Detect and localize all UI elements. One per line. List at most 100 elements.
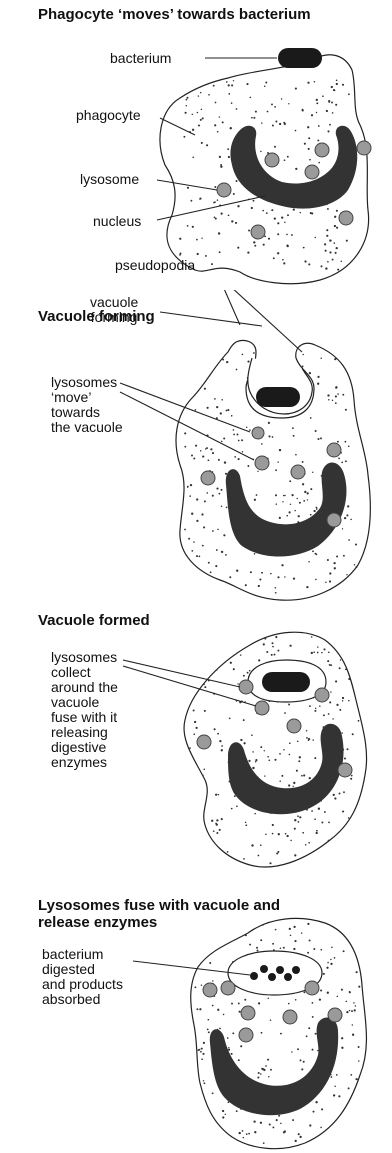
cytoplasm-dot — [329, 124, 331, 126]
cytoplasm-dot — [292, 427, 294, 429]
cytoplasm-dot — [303, 500, 305, 502]
cytoplasm-dot — [293, 782, 295, 784]
label-bacterium: bacterium — [110, 51, 171, 66]
cytoplasm-dot — [184, 446, 186, 448]
cytoplasm-dot — [314, 710, 316, 712]
cytoplasm-dot — [236, 570, 238, 572]
cytoplasm-dot — [337, 441, 339, 443]
cytoplasm-dot — [327, 208, 329, 210]
cytoplasm-dot — [294, 940, 296, 942]
cytoplasm-dot — [319, 705, 321, 707]
cytoplasm-dot — [267, 1059, 269, 1061]
cytoplasm-dot — [192, 114, 193, 115]
cytoplasm-dot — [302, 461, 304, 463]
cytoplasm-dot — [301, 932, 302, 933]
cytoplasm-dot — [208, 1019, 210, 1021]
cytoplasm-dot — [281, 564, 283, 566]
cytoplasm-dot — [346, 1011, 348, 1013]
cytoplasm-dot — [350, 778, 352, 780]
cytoplasm-dot — [211, 820, 213, 822]
cytoplasm-dot — [332, 259, 334, 261]
cytoplasm-dot — [222, 1116, 224, 1118]
cytoplasm-dot — [192, 129, 194, 131]
cytoplasm-dot — [277, 576, 279, 578]
cytoplasm-dot — [294, 828, 296, 830]
cytoplasm-dot — [279, 517, 281, 519]
cytoplasm-dot — [353, 1002, 355, 1004]
cytoplasm-dot — [278, 1115, 280, 1117]
cytoplasm-dot — [257, 1076, 259, 1078]
cytoplasm-dot — [243, 742, 245, 744]
cytoplasm-dot — [268, 422, 270, 424]
cytoplasm-dot — [320, 949, 322, 951]
lysosome — [217, 183, 231, 197]
cytoplasm-dot — [334, 358, 336, 360]
cytoplasm-dot — [214, 398, 216, 400]
cytoplasm-dot — [221, 399, 223, 401]
cytoplasm-dot — [248, 1133, 250, 1135]
vacuole-forming-leader — [160, 312, 262, 326]
cytoplasm-dot — [188, 538, 190, 540]
cytoplasm-dot — [335, 395, 337, 397]
cytoplasm-dot — [306, 737, 308, 739]
cytoplasm-dot — [266, 212, 268, 214]
cytoplasm-dot — [219, 829, 221, 831]
cytoplasm-dot — [284, 159, 286, 161]
cytoplasm-dot — [268, 997, 270, 999]
cytoplasm-dot — [219, 493, 221, 495]
cytoplasm-dot — [234, 456, 236, 458]
cytoplasm-dot — [245, 934, 247, 936]
cytoplasm-dot — [341, 1047, 343, 1049]
cytoplasm-dot — [317, 383, 319, 385]
cytoplasm-dot — [237, 683, 238, 684]
cytoplasm-dot — [323, 648, 325, 650]
cytoplasm-dot — [271, 654, 273, 656]
lysosome — [315, 143, 329, 157]
cytoplasm-dot — [355, 543, 357, 545]
cytoplasm-dot — [263, 643, 265, 645]
cytoplasm-dot — [293, 948, 295, 950]
cytoplasm-dot — [245, 822, 247, 824]
bacterium-fragment — [268, 973, 276, 981]
cytoplasm-dot — [329, 701, 331, 703]
cytoplasm-dot — [280, 1123, 282, 1125]
cytoplasm-dot — [287, 214, 289, 216]
cytoplasm-dot — [186, 105, 187, 106]
cytoplasm-dot — [352, 733, 354, 735]
cytoplasm-dot — [286, 515, 288, 517]
cytoplasm-dot — [218, 794, 220, 796]
cytoplasm-dot — [235, 222, 237, 224]
cytoplasm-dot — [300, 1059, 302, 1061]
cytoplasm-dot — [257, 471, 258, 472]
cytoplasm-dot — [336, 80, 338, 82]
cytoplasm-dot — [335, 680, 337, 682]
cytoplasm-dot — [298, 760, 300, 762]
cytoplasm-dot — [320, 357, 322, 359]
cytoplasm-dot — [197, 253, 199, 255]
lysosome — [328, 1008, 342, 1022]
cytoplasm-dot — [219, 740, 221, 742]
label-bacterium-digested: bacterium digested and products absorbed — [42, 947, 123, 1007]
cytoplasm-dot — [199, 198, 201, 200]
cytoplasm-dot — [303, 774, 305, 776]
cytoplasm-dot — [208, 1031, 210, 1033]
cytoplasm-dot — [233, 434, 235, 436]
cytoplasm-dot — [316, 102, 318, 104]
cytoplasm-dot — [251, 207, 253, 209]
cytoplasm-dot — [201, 109, 202, 110]
cytoplasm-dot — [279, 449, 281, 451]
cytoplasm-dot — [329, 239, 331, 241]
cytoplasm-dot — [217, 733, 219, 735]
cytoplasm-dot — [216, 669, 218, 671]
cytoplasm-dot — [274, 106, 276, 108]
cytoplasm-dot — [225, 473, 227, 475]
cytoplasm-dot — [249, 97, 251, 99]
cytoplasm-dot — [307, 499, 308, 500]
cytoplasm-dot — [195, 409, 197, 411]
cytoplasm-dot — [307, 492, 309, 494]
cytoplasm-dot — [342, 700, 343, 701]
cytoplasm-dot — [258, 659, 260, 661]
cytoplasm-dot — [264, 637, 266, 639]
cytoplasm-dot — [313, 651, 315, 653]
cytoplasm-dot — [325, 250, 327, 252]
